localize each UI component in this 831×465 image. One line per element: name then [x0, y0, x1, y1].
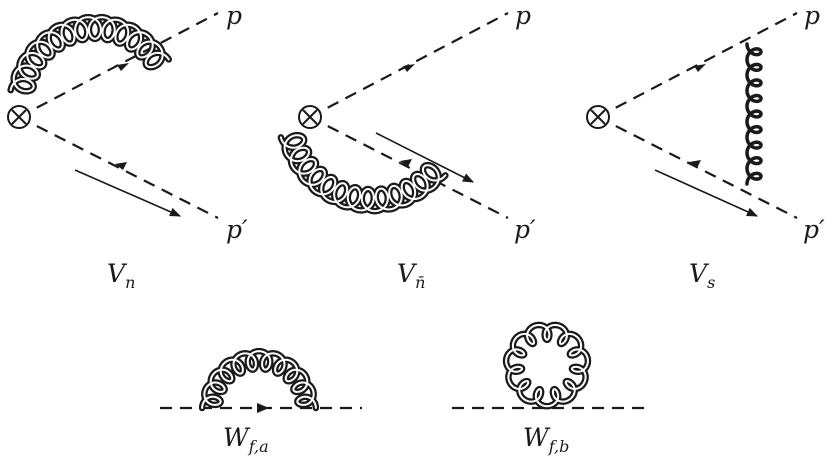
soft-gluon — [745, 42, 763, 186]
momentum-arrow-bottom — [689, 160, 701, 168]
quark-line-bottom — [309, 116, 509, 219]
diagram-v-nbar: p p′ Vn̄ — [277, 1, 536, 292]
diagram-v-n: p p′ Vn — [7, 1, 248, 292]
collinear-gluon — [277, 131, 449, 215]
gluon-coil-core — [505, 323, 589, 408]
diagram-w-f-b: Wf,b — [452, 321, 648, 456]
momentum-arrow-bottom — [400, 159, 412, 167]
momentum-label-top: p — [226, 1, 242, 30]
momentum-label-bottom: p′ — [226, 215, 248, 244]
operator-vertex — [586, 105, 610, 129]
momentum-label-top: p — [804, 1, 820, 30]
momentum-arrow-top — [117, 63, 129, 71]
quark-line-top — [18, 12, 219, 118]
momentum-flow-arrow — [74, 169, 182, 217]
diagram-label: Wf,b — [523, 423, 569, 456]
momentum-arrow — [257, 403, 269, 413]
quark-line-top — [597, 12, 798, 118]
momentum-arrow-top — [694, 64, 706, 72]
momentum-label-bottom: p′ — [514, 215, 536, 244]
diagram-label: Vn̄ — [397, 259, 425, 292]
momentum-arrow-top — [403, 64, 415, 72]
diagram-label: Vs — [689, 259, 715, 292]
momentum-flow-arrow — [375, 132, 474, 183]
self-energy-gluon — [198, 347, 320, 412]
diagram-label: Wf,a — [223, 423, 269, 456]
gluon-coil — [745, 42, 763, 186]
tadpole-gluon-loop — [502, 321, 592, 410]
quark-line-bottom — [18, 116, 219, 219]
momentum-label-top: p — [515, 1, 531, 30]
momentum-label-bottom: p′ — [803, 215, 825, 244]
gluon-coil-core — [9, 16, 170, 93]
gluon-coil-core — [201, 350, 317, 409]
diagram-label: Vn — [107, 259, 135, 292]
operator-vertex — [7, 105, 31, 129]
diagram-w-f-a: Wf,a — [160, 347, 362, 456]
gluon-coil-outline — [502, 321, 592, 410]
momentum-flow-arrow — [654, 169, 759, 217]
operator-vertex — [298, 105, 322, 129]
diagram-v-s: p p′ Vs — [586, 1, 825, 292]
collinear-gluon — [7, 13, 172, 95]
momentum-arrow-bottom — [115, 162, 127, 170]
gluon-coil-core — [279, 134, 447, 213]
quark-line-bottom — [597, 116, 798, 219]
